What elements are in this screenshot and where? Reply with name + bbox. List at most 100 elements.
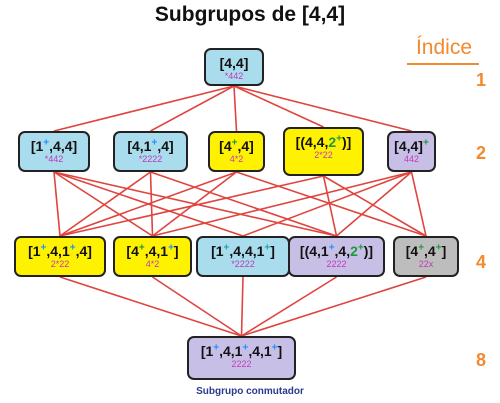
edge-n44-a5 bbox=[233, 85, 412, 132]
plus-mark: + bbox=[213, 342, 220, 354]
edge-a4-b5 bbox=[323, 175, 427, 237]
subgroup-node-a3: [4+,4]4*2 bbox=[208, 131, 265, 172]
notation-part: ,4] bbox=[75, 243, 92, 259]
notation-part: [4 bbox=[219, 138, 232, 154]
notation-part: )] bbox=[342, 134, 352, 150]
subgroup-notation: [1+,4,4,1+] bbox=[198, 243, 288, 259]
index-value-2: 2 bbox=[475, 143, 486, 163]
plus-mark: + bbox=[168, 242, 174, 254]
orbifold-notation: *2222 bbox=[138, 154, 163, 164]
plus-mark: + bbox=[231, 137, 238, 149]
notation-part: [4 bbox=[405, 243, 419, 259]
edge-a4-b1 bbox=[59, 175, 324, 237]
subgroup-notation: [4+,4,1+] bbox=[115, 243, 190, 259]
orbifold-notation: *2222 bbox=[231, 259, 255, 269]
edge-a3-b5 bbox=[236, 171, 427, 237]
orbifold-notation: 2*22 bbox=[50, 259, 70, 269]
subgroup-notation: [(4,4,2+)] bbox=[285, 134, 362, 150]
plus-mark: + bbox=[328, 242, 335, 254]
plus-mark: + bbox=[223, 242, 230, 254]
orbifold-notation: 2*22 bbox=[314, 150, 333, 160]
orbifold-notation: *442 bbox=[224, 71, 244, 81]
edge-a1-b2 bbox=[53, 171, 153, 237]
notation-part: [1 bbox=[211, 243, 224, 259]
edge-a3-b2 bbox=[152, 171, 237, 237]
subgroup-node-a1: [1+,4,4]*442 bbox=[18, 131, 90, 172]
subgroup-notation: [1+,4,1+,4] bbox=[16, 243, 104, 259]
plus-mark: + bbox=[43, 137, 50, 149]
plus-mark: + bbox=[271, 342, 278, 354]
subgroup-node-c1: [1+,4,1+,4,1+]2222 bbox=[187, 336, 296, 380]
notation-part: [1 bbox=[30, 138, 44, 154]
orbifold-notation: 442 bbox=[403, 154, 420, 164]
edge-b4-c1 bbox=[241, 276, 337, 337]
notation-part: ,4,4,1 bbox=[229, 243, 265, 259]
subgroup-notation: [1+,4,1+,4,1+] bbox=[189, 343, 294, 359]
edge-a2-b1 bbox=[59, 171, 151, 237]
orbifold-notation: 22x bbox=[418, 259, 434, 269]
subgroup-notation: [4+,4] bbox=[210, 138, 263, 154]
commutator-caption: Subgrupo conmutador bbox=[196, 386, 304, 397]
edge-a5-b3 bbox=[242, 171, 412, 237]
notation-part: [(4,4, bbox=[295, 134, 329, 150]
edge-n44-a2 bbox=[150, 85, 235, 132]
index-value-4: 4 bbox=[475, 252, 486, 272]
notation-part: [4,4] bbox=[394, 138, 423, 154]
edge-a5-b5 bbox=[410, 171, 427, 237]
subgroup-node-a2: [4,1+,4]*2222 bbox=[113, 131, 188, 172]
notation-part: ,4,1 bbox=[219, 343, 243, 359]
edge-a1-b1 bbox=[53, 171, 61, 237]
notation-part: [4 bbox=[126, 243, 139, 259]
plus-mark: + bbox=[138, 242, 145, 254]
notation-part: ,4, bbox=[334, 243, 351, 259]
plus-mark: + bbox=[242, 342, 249, 354]
subgroup-node-b2: [4+,4,1+]4*2 bbox=[113, 236, 192, 277]
edge-a3-b1 bbox=[59, 171, 237, 237]
subgroup-node-n44: [4,4]*442 bbox=[204, 48, 264, 86]
notation-part: [1 bbox=[200, 343, 214, 359]
subgroup-notation: [(4,1+,4,2+)] bbox=[290, 243, 383, 259]
edge-a4-b4 bbox=[322, 175, 338, 237]
notation-part: ,4 bbox=[424, 243, 436, 259]
subgroup-node-b3: [1+,4,4,1+]*2222 bbox=[196, 236, 290, 277]
subgroup-node-a5: [4,4]+442 bbox=[387, 131, 436, 172]
notation-part: [4,1 bbox=[127, 138, 152, 154]
subgroup-node-a4: [(4,4,2+)]2*22 bbox=[283, 127, 364, 176]
notation-part: ,4,4] bbox=[49, 138, 78, 154]
plus-mark: + bbox=[69, 242, 76, 254]
edge-b5-c1 bbox=[241, 276, 427, 337]
notation-part: [1 bbox=[28, 243, 41, 259]
edge-b2-c1 bbox=[152, 276, 242, 337]
subgroup-notation: [4,4] bbox=[206, 55, 262, 71]
notation-part: [4,4] bbox=[219, 55, 249, 71]
edge-a5-b4 bbox=[335, 171, 413, 237]
edge-a2-b2 bbox=[149, 171, 154, 237]
index-divider bbox=[407, 63, 479, 65]
notation-part: ] bbox=[173, 243, 179, 259]
plus-mark: + bbox=[435, 242, 442, 254]
notation-part: ,4,1 bbox=[248, 343, 272, 359]
notation-part: )] bbox=[363, 243, 374, 259]
subgroup-node-b4: [(4,1+,4,2+)]2222 bbox=[288, 236, 385, 277]
plus-mark: + bbox=[422, 137, 429, 149]
notation-part: ] bbox=[441, 243, 447, 259]
edge-a5-b2 bbox=[152, 171, 412, 237]
plus-mark: + bbox=[418, 242, 425, 254]
index-value-1: 1 bbox=[475, 70, 486, 90]
notation-part: 2 bbox=[350, 243, 358, 259]
orbifold-notation: 4*2 bbox=[145, 259, 160, 269]
edge-b3-c1 bbox=[240, 276, 244, 337]
notation-part: ,4,1 bbox=[144, 243, 169, 259]
notation-part: [(4,1 bbox=[299, 243, 329, 259]
notation-part: ,4] bbox=[157, 138, 174, 154]
subgroup-notation: [4,4]+ bbox=[389, 138, 434, 154]
subgroup-notation: [4,1+,4] bbox=[115, 138, 186, 154]
plus-mark: + bbox=[40, 242, 47, 254]
plus-mark: + bbox=[151, 137, 158, 149]
notation-part: ,4] bbox=[237, 138, 254, 154]
diagram-title: Subgrupos de [4,4] bbox=[154, 3, 346, 26]
edge-b1-c1 bbox=[59, 276, 242, 337]
subgroup-node-b5: [4+,4+]22x bbox=[393, 236, 459, 277]
orbifold-notation: 2222 bbox=[326, 259, 347, 269]
